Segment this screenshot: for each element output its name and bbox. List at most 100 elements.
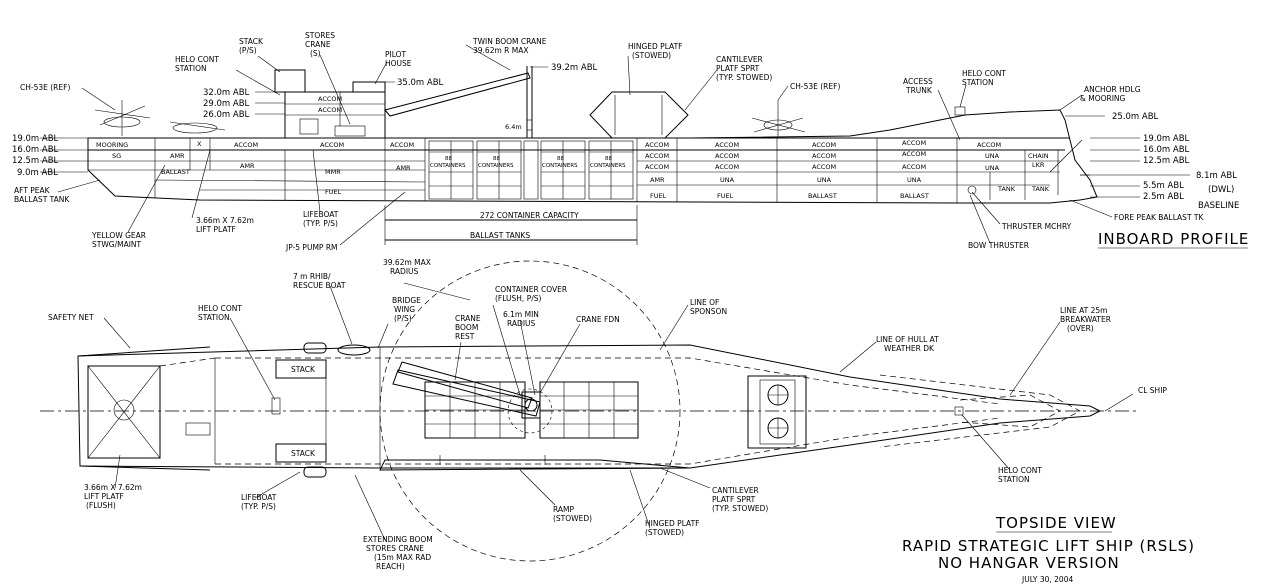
label-stack-1: STACK bbox=[239, 37, 264, 46]
label-thruster-mchry: THRUSTER MCHRY bbox=[1001, 222, 1072, 231]
label-hinged-2: (STOWED) bbox=[632, 51, 671, 60]
label-crane-fdn: CRANE FDN bbox=[576, 315, 620, 324]
label-tcant-1: CANTILEVER bbox=[712, 486, 759, 495]
inboard-profile-title: INBOARD PROFILE bbox=[1098, 230, 1249, 248]
label-ch53e-aft: CH-53E (REF) bbox=[20, 83, 70, 92]
hold-3-count: 88 bbox=[557, 156, 564, 162]
label-ramp-2: (STOWED) bbox=[553, 514, 592, 523]
hull-profile-outline bbox=[87, 109, 1098, 204]
ch-53e-aft-icon bbox=[94, 100, 226, 136]
lifeboat-plan-icon bbox=[303, 342, 327, 354]
abl-32: 32.0m ABL bbox=[203, 88, 250, 98]
crane-height: 6.4m bbox=[505, 123, 522, 131]
label-25m-3: (OVER) bbox=[1067, 324, 1094, 333]
comp-tank-2: TANK bbox=[1031, 185, 1050, 193]
label-hull-2: WEATHER DK bbox=[884, 344, 935, 353]
comp-ballast-i: BALLAST bbox=[900, 192, 929, 200]
label-bridge-2: WING bbox=[394, 305, 415, 314]
hinged-platf-profile bbox=[589, 91, 689, 139]
label-tlift-2: LIFT PLATF bbox=[84, 492, 124, 501]
comp-accom-s2: ACCOM bbox=[318, 106, 342, 114]
label-tlift-1: 3.66m X 7.62m bbox=[84, 483, 142, 492]
label-aft-peak-2: BALLAST TANK bbox=[14, 195, 70, 204]
ch-53e-fwd-icon bbox=[751, 100, 806, 138]
label-access-2: TRUNK bbox=[905, 86, 933, 95]
container-holds bbox=[428, 140, 634, 200]
label-access-1: ACCESS bbox=[903, 77, 933, 86]
label-yellow-1: YELLOW GEAR bbox=[91, 231, 146, 240]
label-boom-rest-3: REST bbox=[455, 332, 475, 341]
comp-accom-2: ACCOM bbox=[320, 141, 344, 149]
comp-accom-s1: ACCOM bbox=[318, 95, 342, 103]
label-stores-2: CRANE bbox=[305, 40, 331, 49]
comp-accom-h3: ACCOM bbox=[812, 163, 836, 171]
abl-ticks bbox=[40, 66, 1190, 198]
comp-accom-f1: ACCOM bbox=[645, 141, 669, 149]
comp-una-j2: UNA bbox=[985, 164, 1000, 172]
comp-accom-j: ACCOM bbox=[977, 141, 1001, 149]
label-helo-fwd-2: STATION bbox=[962, 78, 994, 87]
hold-1-label: CONTAINERS bbox=[430, 163, 466, 169]
abl-left-16: 16.0m ABL bbox=[12, 145, 59, 155]
label-ext-4: REACH) bbox=[376, 562, 405, 571]
comp-fuel-g: FUEL bbox=[717, 192, 734, 200]
hold-2-count: 88 bbox=[493, 156, 500, 162]
hold-4-label: CONTAINERS bbox=[590, 163, 626, 169]
topside-view-title: TOPSIDE VIEW bbox=[995, 514, 1117, 532]
label-25m-2: BREAKWATER bbox=[1060, 315, 1111, 324]
label-thelo-2: STATION bbox=[998, 475, 1030, 484]
label-helo-2: STATION bbox=[198, 313, 230, 322]
label-ext-1: EXTENDING BOOM bbox=[363, 535, 433, 544]
label-yellow-2: STWG/MAINT bbox=[92, 240, 142, 249]
label-rhib-2: RESCUE BOAT bbox=[293, 281, 346, 290]
comp-sg: SG bbox=[112, 152, 121, 160]
abl-left-9: 9.0m ABL bbox=[17, 168, 58, 178]
comp-accom-h2: ACCOM bbox=[812, 152, 836, 160]
label-ramp-1: RAMP bbox=[553, 505, 575, 514]
title-line-2: NO HANGAR VERSION bbox=[938, 554, 1120, 572]
label-anchor-1: ANCHOR HDLG bbox=[1084, 85, 1141, 94]
label-ext-2: STORES CRANE bbox=[366, 544, 424, 553]
label-fore-peak: FORE PEAK BALLAST TK bbox=[1114, 213, 1204, 222]
inboard-profile bbox=[40, 44, 1248, 249]
comp-tank-1: TANK bbox=[997, 185, 1016, 193]
label-sponson-1: LINE OF bbox=[690, 298, 719, 307]
label-ext-3: (15m MAX RAD bbox=[374, 553, 431, 562]
label-stack-2: (P/S) bbox=[239, 46, 257, 55]
hull-plan-outline bbox=[77, 344, 1102, 469]
comp-accom-1: ACCOM bbox=[234, 141, 258, 149]
label-radius-1: 39.62m MAX bbox=[383, 258, 431, 267]
comp-una-j1: UNA bbox=[985, 152, 1000, 160]
abl-right-dwl: (DWL) bbox=[1208, 185, 1234, 195]
abl-35: 35.0m ABL bbox=[397, 78, 444, 88]
inboard-leaders bbox=[57, 44, 1113, 246]
hold-3-label: CONTAINERS bbox=[542, 163, 578, 169]
label-cantilever-2: PLATF SPRT bbox=[716, 64, 760, 73]
label-sponson-2: SPONSON bbox=[690, 307, 727, 316]
label-hull-1: LINE OF HULL AT bbox=[876, 335, 939, 344]
comp-accom-g1: ACCOM bbox=[715, 141, 739, 149]
label-tcant-2: PLATF SPRT bbox=[712, 495, 756, 504]
comp-mooring: MOORING bbox=[96, 141, 128, 149]
label-25m-1: LINE AT 25m bbox=[1060, 306, 1108, 315]
label-safety-net: SAFETY NET bbox=[48, 313, 94, 322]
abl-right-19: 19.0m ABL bbox=[1143, 134, 1190, 144]
label-tcant-3: (TYP. STOWED) bbox=[712, 504, 768, 513]
crane-boom-plan bbox=[392, 361, 541, 419]
title-date: JULY 30, 2004 bbox=[1021, 575, 1073, 584]
comp-fuel-1: FUEL bbox=[325, 188, 342, 196]
comp-una-g: UNA bbox=[720, 176, 735, 184]
label-stack-stbd: STACK bbox=[291, 449, 316, 458]
hold-2-label: CONTAINERS bbox=[478, 163, 514, 169]
label-twin-boom-2: 39.62m R MAX bbox=[473, 46, 529, 55]
container-hatches bbox=[424, 381, 639, 439]
label-helo-fwd-1: HELO CONT bbox=[962, 69, 1006, 78]
comp-chain-2: LKR bbox=[1032, 161, 1045, 169]
comp-accom-3: ACCOM bbox=[390, 141, 414, 149]
comp-accom-g3: ACCOM bbox=[715, 163, 739, 171]
abl-baseline: BASELINE bbox=[1198, 201, 1239, 211]
label-jp5: JP-5 PUMP RM bbox=[285, 243, 338, 252]
abl-right-8: 8.1m ABL bbox=[1196, 171, 1237, 181]
label-helo-1: HELO CONT bbox=[198, 304, 242, 313]
